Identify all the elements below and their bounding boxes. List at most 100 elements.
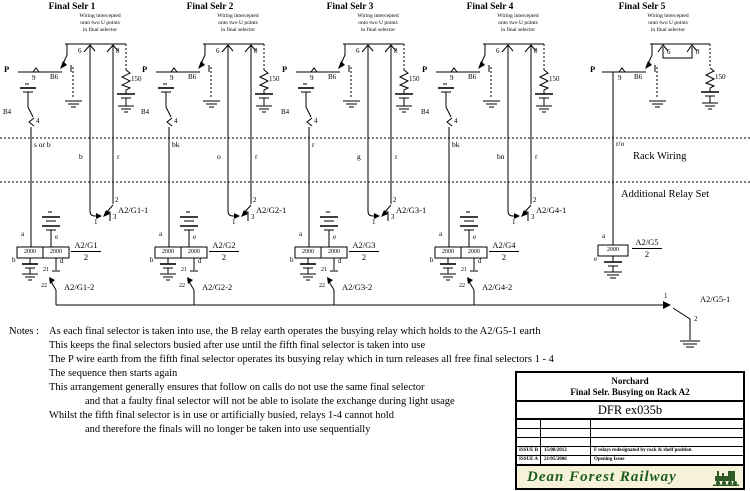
coil-value-left: 2000 (442, 249, 454, 255)
relay-contact-count: 2 (644, 249, 650, 259)
coil-value-left: 2000 (24, 249, 36, 255)
relay-b6-label: B6 (468, 73, 477, 81)
contact-terminal-21: 21 (43, 267, 49, 273)
contact-9-label: 9 (170, 74, 174, 82)
issue-label: ISSUE A (517, 456, 541, 465)
note-line: This keeps the final selectors busied af… (49, 340, 426, 351)
selector-column-labels: Final Selr 4 Wiring intercepted onto two… (418, 0, 566, 491)
selector-title: Final Selr 5 (618, 2, 666, 12)
bus-contact-terminal-2: 2 (694, 315, 698, 323)
u-point-8-label: 8 (534, 47, 538, 55)
note-line: The sequence then starts again (49, 368, 178, 379)
relay-contact-count: 2 (221, 252, 227, 262)
p-wire-label: P (142, 64, 148, 74)
wire-color-right: r (117, 152, 120, 161)
interception-note-1: Wiring intercepted (497, 13, 539, 19)
relay-name: A2/G3 (349, 241, 379, 252)
terminal-d: d (198, 257, 202, 265)
contact-terminal-3: 3 (391, 213, 395, 221)
u-point-8-label: 8 (116, 47, 120, 55)
contact-terminal-1: 1 (372, 218, 376, 226)
note-line: and therefore the finals will no longer … (85, 424, 371, 435)
resistor-150-label: 150 (715, 73, 726, 81)
selector-title: Final Selr 4 (466, 2, 514, 12)
railway-brand-band: Dean Forest Railway (517, 464, 743, 488)
wire-color-right: r (255, 152, 258, 161)
terminal-a: a (159, 230, 163, 238)
contact-terminal-1: 1 (512, 218, 516, 226)
contact-terminal-22: 22 (41, 283, 47, 289)
contact-2-name: A2/G2-2 (202, 282, 233, 292)
relay-b4-label: B4 (141, 108, 150, 116)
contact-terminal-1: 1 (94, 218, 98, 226)
u-point-6-label: 6 (78, 47, 82, 55)
relay-name: A2/G5 (632, 238, 662, 249)
relay-name: A2/G1 (71, 241, 101, 252)
interception-note-2: onto two U points (80, 20, 120, 26)
u-point-6-label: 6 (667, 48, 671, 56)
bus-contact-terminal-1: 1 (664, 292, 668, 300)
title-block-header: Norchard Final Selr. Busying on Rack A2 (517, 373, 743, 402)
terminal-e: e (333, 233, 337, 241)
additional-relay-set-band-label: Additional Relay Set (621, 189, 710, 200)
resistor-150-label: 150 (269, 75, 280, 83)
revision-row-empty (517, 438, 743, 447)
contact-terminal-3: 3 (251, 213, 255, 221)
coil-value-right: 2000 (50, 249, 62, 255)
u-point-6-label: 6 (216, 47, 220, 55)
terminal-e: e (594, 255, 598, 263)
train-logo-icon (713, 471, 739, 486)
coil-value-left: 2000 (162, 249, 174, 255)
railway-name: Dean Forest Railway (527, 469, 677, 485)
revision-row: ISSUE B 15/08/2012 F relays redesignated… (517, 447, 743, 456)
title-block: Norchard Final Selr. Busying on Rack A2 … (515, 371, 745, 490)
terminal-b: b (290, 256, 294, 264)
interception-note-3: in final selector (500, 27, 536, 33)
terminal-b: b (12, 256, 16, 264)
coil-value-right: 2000 (468, 249, 480, 255)
terminal-a: a (299, 230, 303, 238)
contact-terminal-21: 21 (321, 267, 327, 273)
contact-4-label: 4 (314, 117, 318, 125)
selector-title: Final Selr 3 (326, 2, 374, 12)
issue-desc: Opening Issue (594, 457, 625, 462)
p-wire-label: P (422, 64, 428, 74)
revision-row-empty (517, 420, 743, 429)
relay-b6-label: B6 (50, 73, 59, 81)
u-point-6-label: 6 (496, 47, 500, 55)
p-wire-label: P (590, 64, 596, 74)
contact-terminal-21: 21 (181, 267, 187, 273)
contact-terminal-22: 22 (179, 283, 185, 289)
contact-9-label: 9 (450, 74, 454, 82)
interception-note-3: in final selector (220, 27, 256, 33)
wire-color-left: bk (452, 140, 460, 149)
terminal-d: d (60, 257, 64, 265)
relay-contact-count: 2 (361, 252, 367, 262)
interception-note-2: onto two U points (358, 20, 398, 26)
terminal-b: b (150, 256, 154, 264)
contact-1-name: A2/G1-1 (118, 205, 149, 215)
note-line: Whilst the fifth final selector is in us… (49, 410, 394, 421)
contact-9-label: 9 (32, 74, 36, 82)
terminal-e: e (473, 233, 477, 241)
u-point-8-label: 8 (696, 48, 700, 56)
interception-note-1: Wiring intercepted (647, 13, 689, 19)
contact-4-label: 4 (36, 117, 40, 125)
contact-terminal-22: 22 (459, 283, 465, 289)
issue-desc: F relays redesignated by rack & shelf po… (594, 448, 692, 453)
note-line: As each final selector is taken into use… (49, 326, 541, 337)
interception-note-3: in final selector (360, 27, 396, 33)
contact-terminal-2: 2 (533, 196, 537, 204)
contact-2-name: A2/G3-2 (342, 282, 373, 292)
wire-color-left: bk (172, 140, 180, 149)
coil-value-right: 2000 (188, 249, 200, 255)
wire-color-left: r (312, 140, 315, 149)
terminal-a: a (21, 230, 25, 238)
interception-note-2: onto two U points (498, 20, 538, 26)
selector-title: Final Selr 2 (186, 2, 234, 12)
contact-9-label: 9 (310, 74, 314, 82)
contact-2-name: A2/G4-2 (482, 282, 513, 292)
p-wire-label: P (282, 64, 288, 74)
interception-note-2: onto two U points (648, 20, 688, 26)
